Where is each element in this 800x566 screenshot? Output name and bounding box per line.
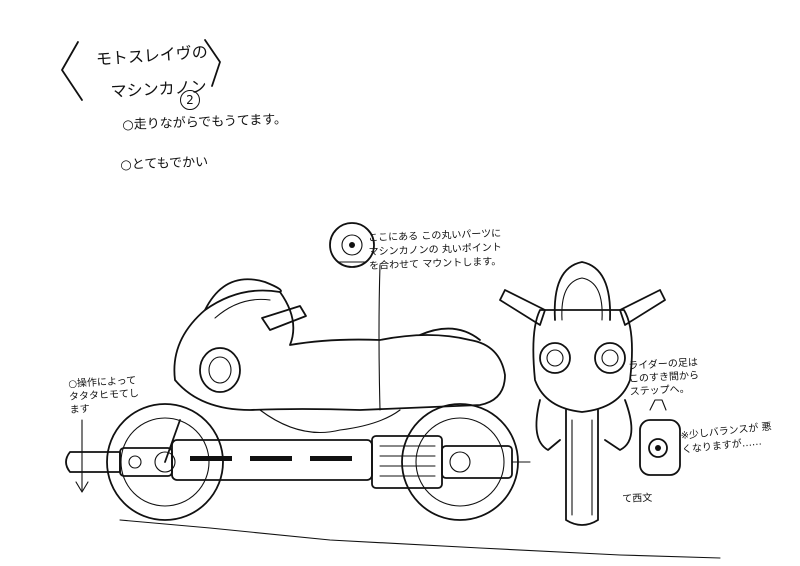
note-operation: ○操作によって タタタヒモてします	[68, 375, 140, 416]
mounted-cannon-front	[639, 399, 681, 476]
artist-signature: て西文	[622, 492, 653, 505]
note-big: ○とてもでかい	[120, 154, 209, 173]
title-bracket-left	[61, 41, 83, 101]
ground-line	[119, 519, 721, 559]
machine-cannon	[65, 435, 531, 489]
title-bracket-right	[204, 39, 221, 87]
front-view-motorcycle	[499, 261, 666, 526]
note-rider: ライダーの足は このすき間から ステップへ。	[628, 357, 700, 398]
sketch-title-number: 2	[180, 90, 200, 110]
down-arrow-icon	[75, 419, 89, 493]
mount-part-detail	[329, 222, 381, 411]
side-view-motorcycle	[106, 278, 519, 521]
note-gun-mount: ここにある この丸いパーツに マシンカノンの 丸いポイントを合わせて マウントし…	[368, 228, 503, 272]
